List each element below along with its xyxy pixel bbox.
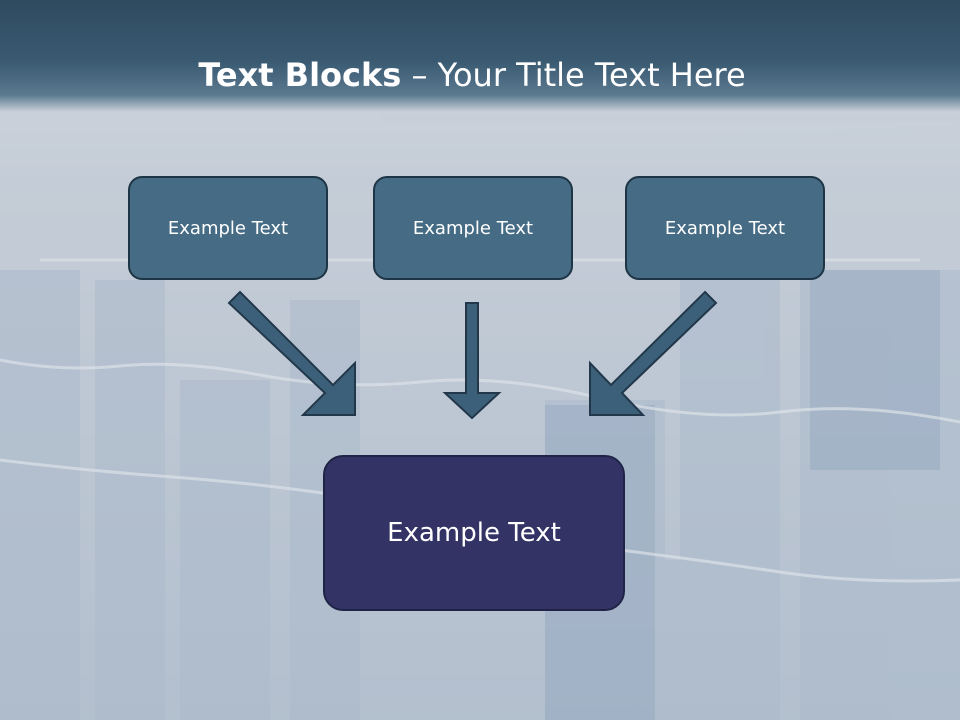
title-rest: Your Title Text Here [437,56,746,94]
arrow-left [227,290,356,416]
text-block-3-label: Example Text [664,217,786,239]
arrow-right [589,290,718,416]
target-block-label: Example Text [387,518,561,548]
text-block-3[interactable]: Example Text [625,176,825,280]
text-block-2-label: Example Text [412,217,534,239]
text-block-1[interactable]: Example Text [128,176,328,280]
text-block-2[interactable]: Example Text [373,176,573,280]
arrow-center [442,302,502,420]
title-bold-part: Text Blocks [198,56,402,94]
target-block[interactable]: Example Text [323,455,625,611]
slide-title: Text Blocks – Your Title Text Here [0,54,944,96]
title-separator: – [401,56,438,94]
title-band [0,0,960,112]
text-block-1-label: Example Text [167,217,289,239]
